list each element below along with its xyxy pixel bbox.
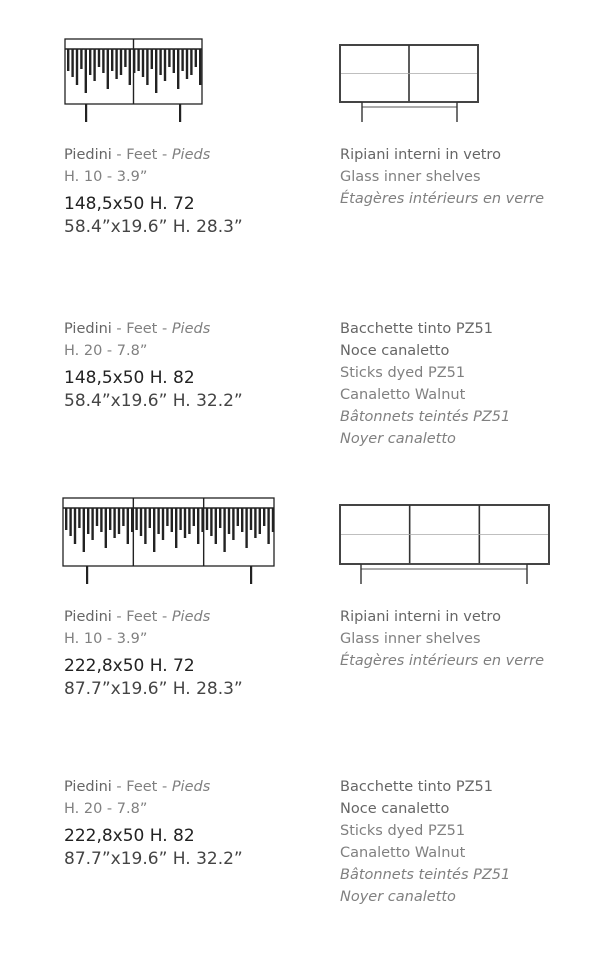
stick	[71, 49, 74, 77]
stick	[124, 49, 127, 67]
stick	[185, 49, 189, 79]
stick	[163, 49, 167, 81]
leg	[179, 104, 182, 122]
stick	[95, 508, 99, 526]
stick	[115, 49, 118, 79]
stick	[179, 508, 182, 530]
stick	[267, 508, 270, 544]
dimensions-cm: 148,5x50 H. 82	[64, 368, 195, 388]
leg	[250, 566, 253, 584]
stick	[97, 49, 101, 67]
stick	[111, 49, 114, 71]
stick	[201, 508, 204, 532]
feet-spec-1: Piedini - Feet - Pieds H. 10 - 3.9” 148,…	[64, 147, 243, 237]
leg	[86, 566, 89, 584]
dimensions-in: 87.7”x19.6” H. 32.2”	[64, 849, 243, 869]
stick	[219, 508, 222, 528]
stick	[183, 508, 187, 538]
stick	[100, 508, 103, 532]
stick	[78, 508, 81, 528]
leg	[85, 104, 88, 122]
stick	[139, 508, 143, 536]
stick	[254, 508, 257, 538]
stick	[113, 508, 116, 538]
stick	[148, 508, 151, 528]
stick	[84, 49, 87, 93]
stick	[104, 508, 107, 548]
stick	[194, 49, 197, 67]
stick	[214, 508, 217, 544]
stick	[75, 49, 79, 85]
stick	[67, 49, 70, 71]
dimensions-in: 58.4”x19.6” H. 32.2”	[64, 391, 243, 411]
stick	[232, 508, 235, 540]
stick	[263, 508, 266, 526]
feet-spec-4: Piedini - Feet - Pieds H. 20 - 7.8” 222,…	[64, 779, 243, 869]
stick	[141, 49, 145, 77]
stick	[157, 508, 160, 534]
feet-spec-3: Piedini - Feet - Pieds H. 10 - 3.9” 222,…	[64, 609, 243, 699]
stick	[146, 49, 149, 85]
stick	[87, 508, 90, 534]
stick	[80, 49, 83, 69]
stick	[119, 49, 123, 75]
stick	[161, 508, 165, 540]
dimensions-cm: 222,8x50 H. 82	[64, 826, 195, 846]
stick	[271, 508, 275, 532]
stick	[227, 508, 231, 534]
stick	[223, 508, 226, 552]
notes-4: Bacchette tinto PZ51 Noce canaletto Stic…	[340, 779, 511, 905]
stick	[155, 49, 158, 93]
notes-1: Ripiani interni in vetro Glass inner she…	[340, 147, 545, 207]
dimensions-in: 58.4”x19.6” H. 28.3”	[64, 217, 243, 237]
stick	[258, 508, 261, 534]
stick	[172, 49, 175, 73]
stick	[197, 508, 200, 544]
feet-spec-2: Piedini - Feet - Pieds H. 20 - 7.8” 148,…	[64, 321, 243, 411]
stick	[177, 49, 180, 89]
stick	[65, 508, 68, 530]
stick	[102, 49, 105, 73]
stick	[128, 49, 131, 85]
stick	[69, 508, 72, 536]
stick	[135, 508, 138, 530]
dimensions-cm: 148,5x50 H. 72	[64, 194, 195, 214]
stick	[190, 49, 193, 75]
dimensions-in: 87.7”x19.6” H. 28.3”	[64, 679, 243, 699]
stick	[153, 508, 156, 552]
stick	[236, 508, 239, 526]
stick	[175, 508, 178, 548]
stick	[93, 49, 96, 81]
stick	[241, 508, 244, 532]
stick	[106, 49, 109, 89]
stick	[131, 508, 134, 532]
stick	[192, 508, 195, 526]
stick	[210, 508, 213, 536]
stick	[188, 508, 191, 534]
stick	[82, 508, 85, 552]
stick	[245, 508, 248, 548]
stick	[249, 508, 253, 530]
stick	[168, 49, 171, 67]
stick	[150, 49, 153, 69]
stick	[133, 49, 136, 73]
stick	[159, 49, 162, 75]
stick	[170, 508, 173, 532]
stick	[91, 508, 94, 540]
stick	[73, 508, 77, 544]
stick	[137, 49, 140, 71]
stick	[144, 508, 147, 544]
stick	[166, 508, 169, 526]
stick	[109, 508, 112, 530]
dimensions-cm: 222,8x50 H. 72	[64, 656, 195, 676]
stick	[117, 508, 121, 534]
notes-3: Ripiani interni in vetro Glass inner she…	[340, 609, 545, 669]
stick	[205, 508, 209, 530]
stick	[126, 508, 129, 544]
stick	[199, 49, 202, 85]
stick	[89, 49, 92, 75]
stick	[122, 508, 125, 526]
stick	[181, 49, 184, 71]
notes-2: Bacchette tinto PZ51 Noce canaletto Stic…	[340, 321, 511, 447]
